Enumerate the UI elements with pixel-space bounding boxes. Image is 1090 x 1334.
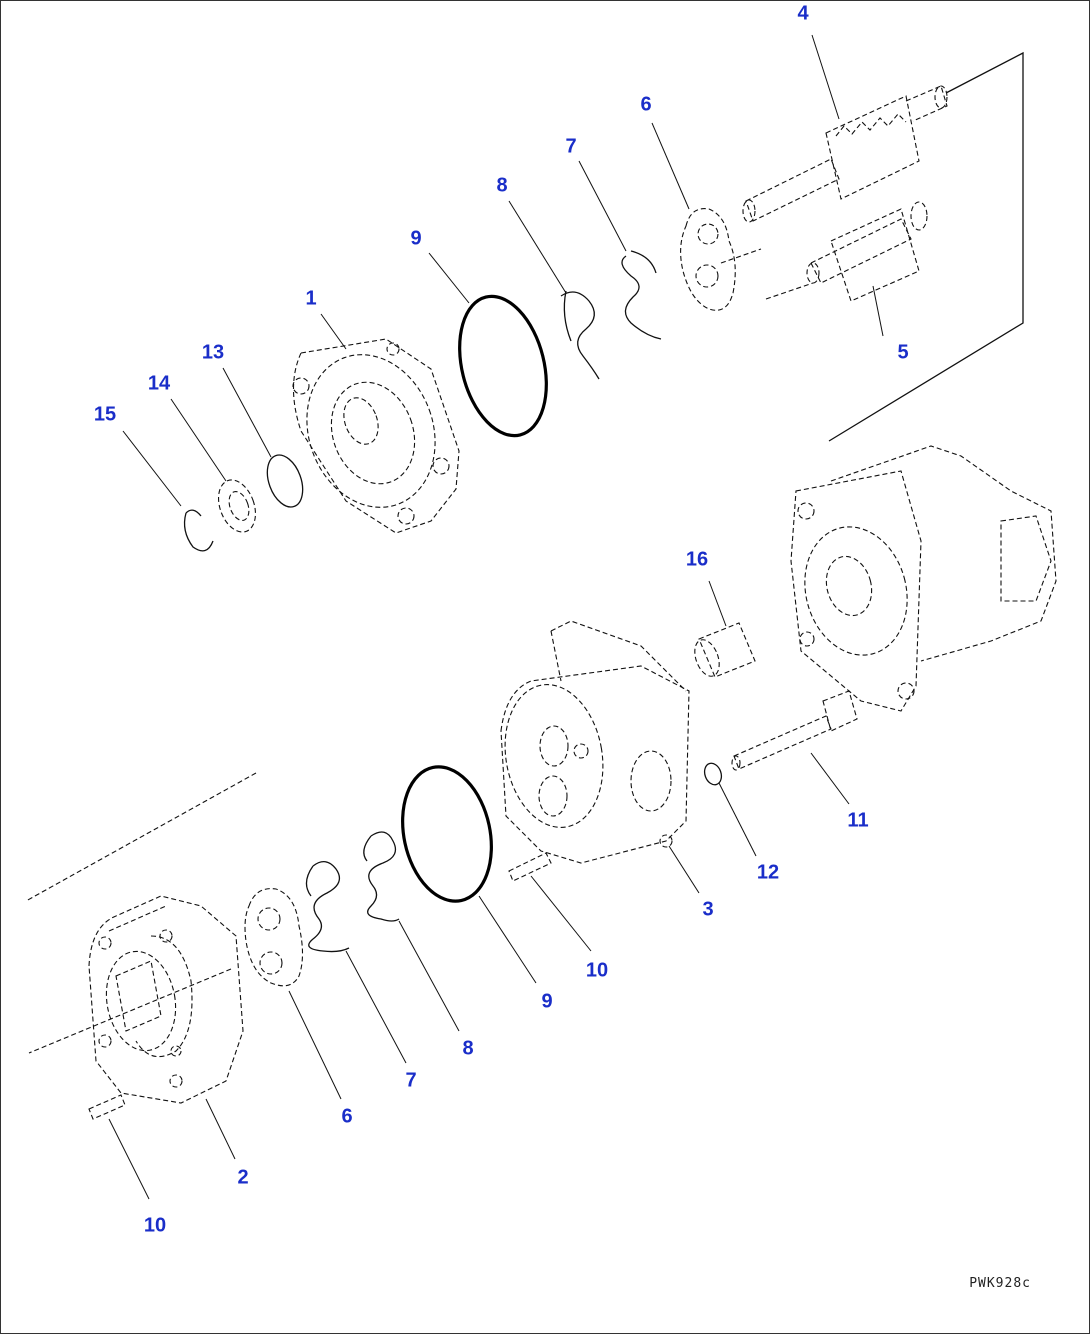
callout-11: 11	[847, 809, 869, 832]
rear-cover-part	[88, 895, 244, 1104]
bolt-part	[731, 690, 858, 771]
callout-8-upper: 8	[496, 174, 508, 197]
o-ring-lower-part	[401, 765, 493, 903]
seal-upper-parts	[560, 250, 662, 380]
bearing-part	[217, 479, 257, 533]
dowel-pin-parts	[88, 852, 552, 1120]
gear-case-part	[500, 620, 690, 864]
callout-14: 14	[147, 372, 171, 395]
drive-gear-shaft-part	[742, 85, 948, 223]
callout-13: 13	[201, 341, 225, 364]
callout-2: 2	[237, 1166, 249, 1189]
side-plate-lower-part	[244, 888, 304, 987]
callout-10-bottom: 10	[143, 1214, 167, 1237]
callout-3: 3	[702, 898, 714, 921]
callout-16: 16	[685, 548, 709, 571]
callout-15: 15	[93, 403, 117, 426]
leader-lines	[108, 34, 884, 1200]
side-plate-upper-part	[680, 208, 736, 311]
callout-7-upper: 7	[565, 135, 577, 158]
callout-4: 4	[797, 2, 809, 25]
seal-lower-parts	[305, 831, 400, 953]
callout-9-lower: 9	[541, 990, 553, 1013]
snap-ring-part	[183, 509, 214, 552]
callout-9-upper: 9	[410, 227, 422, 250]
callout-7-lower: 7	[405, 1069, 417, 1092]
callout-5: 5	[897, 341, 909, 364]
washer-part	[703, 762, 723, 786]
assembly-axis-lines	[25, 51, 1024, 1054]
drawing-code: PWK928c	[969, 1276, 1031, 1291]
callout-1: 1	[305, 287, 317, 310]
driven-gear-part	[806, 201, 928, 302]
pump-body-assembly	[790, 445, 1057, 712]
callout-12: 12	[756, 861, 780, 884]
o-ring-upper-part	[458, 294, 548, 438]
callout-6-upper: 6	[640, 93, 652, 116]
callout-10-middle: 10	[585, 959, 609, 982]
bushing-part	[694, 622, 756, 678]
callout-6-lower: 6	[341, 1105, 353, 1128]
callout-8-lower: 8	[462, 1037, 474, 1060]
front-cover-part	[292, 338, 460, 534]
ring-part	[266, 454, 304, 508]
